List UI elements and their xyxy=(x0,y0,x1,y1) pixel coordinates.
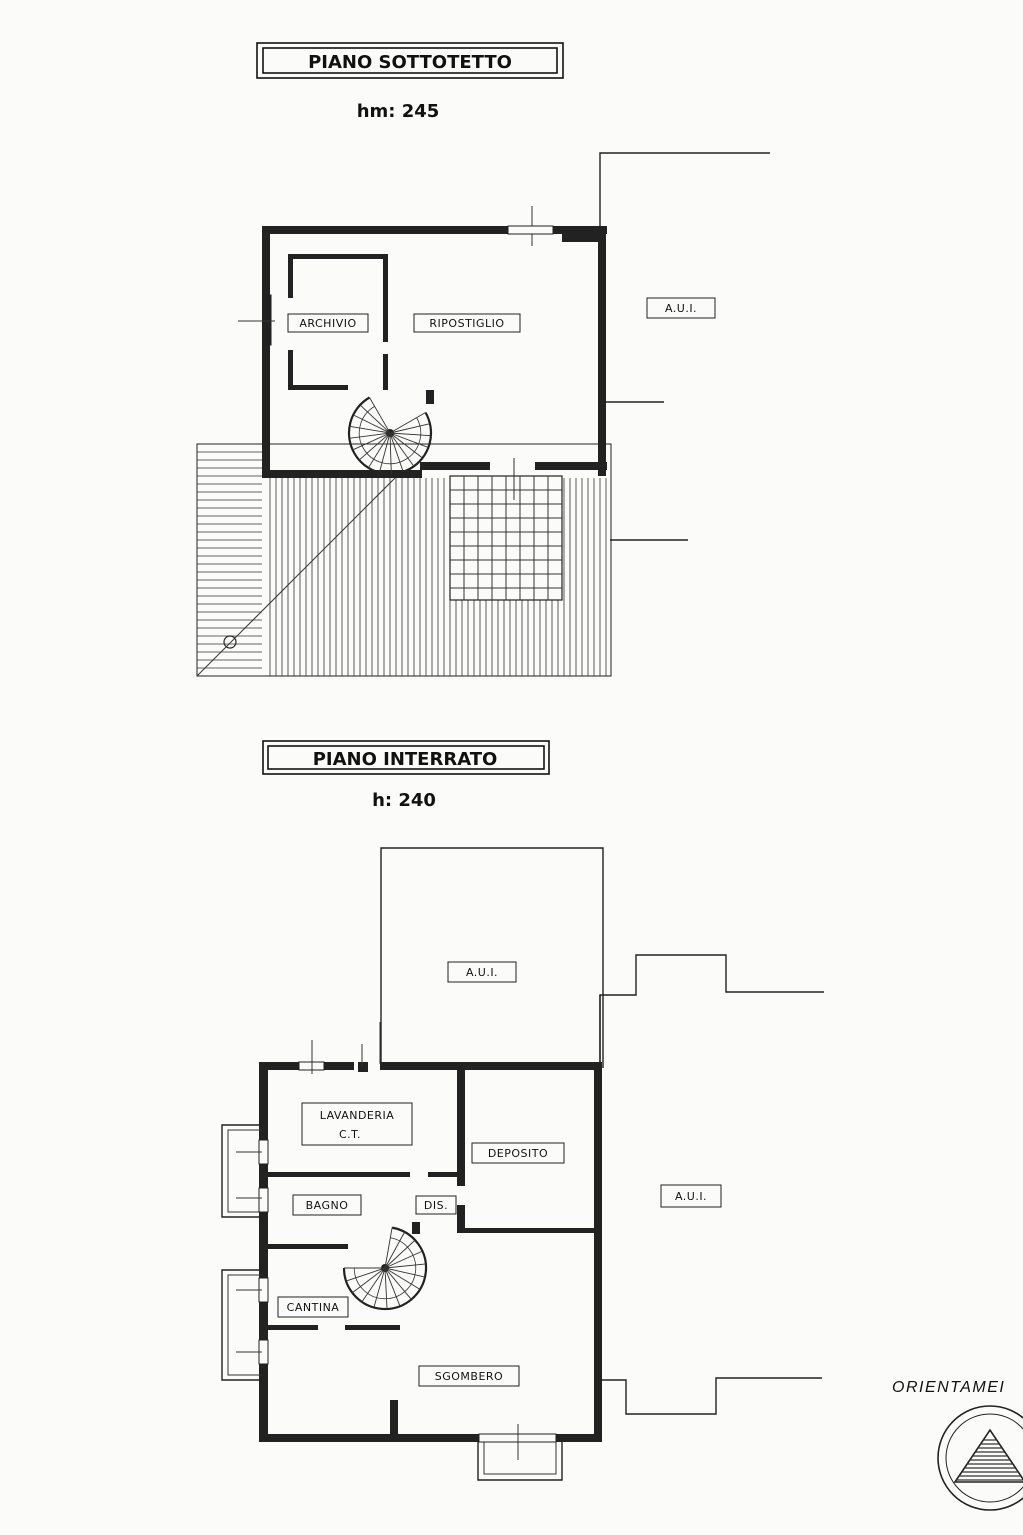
room-label-box xyxy=(287,313,369,333)
room-label-box xyxy=(415,1195,457,1215)
terrace-hatch xyxy=(196,443,612,677)
room-label-box xyxy=(418,1365,520,1387)
drain-icon xyxy=(223,635,237,649)
room-label-box xyxy=(413,313,521,333)
room-ripostiglio: RIPOSTIGLIO xyxy=(429,317,504,330)
aui-outline-right-bottom xyxy=(600,1377,822,1415)
title-frame-sottotetto xyxy=(256,42,564,79)
aui-outline-right-top xyxy=(599,954,824,1068)
aui-outline-upper xyxy=(380,847,604,1068)
room-label-box xyxy=(301,1102,413,1146)
room-lavanderia: LAVANDERIA xyxy=(320,1109,395,1122)
title-interrato: PIANO INTERRATO xyxy=(313,749,498,770)
room-ct: C.T. xyxy=(339,1128,361,1141)
light-well-upper xyxy=(221,1124,262,1218)
room-cantina: CANTINA xyxy=(287,1301,340,1314)
walls-interrato xyxy=(259,1062,602,1442)
title-sottotetto: PIANO SOTTOTETTO xyxy=(308,52,512,73)
room-label-box xyxy=(277,1296,349,1318)
orientation-circle xyxy=(937,1405,1023,1511)
room-aui-upper: A.U.I. xyxy=(466,966,498,979)
room-label-box xyxy=(660,1184,722,1208)
room-bagno: BAGNO xyxy=(306,1199,349,1212)
walls-sottotetto xyxy=(262,226,607,478)
room-label-box xyxy=(646,297,716,319)
light-well-bottom xyxy=(477,1438,563,1481)
light-well-lower xyxy=(221,1269,262,1381)
room-label-box xyxy=(292,1194,362,1216)
title-frame-interrato xyxy=(262,740,550,775)
height-note-sottotetto: hm: 245 xyxy=(357,101,440,122)
room-aui-top: A.U.I. xyxy=(665,302,697,315)
room-dis: DIS. xyxy=(424,1199,448,1212)
plan-interrato: PIANO INTERRATO h: 240 xyxy=(221,740,824,1481)
room-aui-right: A.U.I. xyxy=(675,1190,707,1203)
height-note-interrato: h: 240 xyxy=(372,790,436,811)
room-label-box xyxy=(447,961,517,983)
orientation-symbol: ORIENTAMEI xyxy=(892,1379,1023,1511)
title-frame-inner-sottotetto xyxy=(262,47,558,74)
plan-sottotetto: PIANO SOTTOTETTO hm: 245 xyxy=(196,42,770,677)
spiral-stair-bottom xyxy=(342,1226,428,1311)
room-sgombero: SGOMBERO xyxy=(435,1370,503,1383)
room-archivio: ARCHIVIO xyxy=(299,317,356,330)
room-deposito: DEPOSITO xyxy=(488,1147,548,1160)
spiral-stair-top xyxy=(347,396,433,476)
aui-outline-top xyxy=(599,152,770,403)
orientation-label: ORIENTAMEI xyxy=(892,1379,1005,1396)
title-frame-inner-interrato xyxy=(267,745,545,770)
window-marks xyxy=(236,1022,557,1460)
room-label-box xyxy=(471,1142,565,1164)
